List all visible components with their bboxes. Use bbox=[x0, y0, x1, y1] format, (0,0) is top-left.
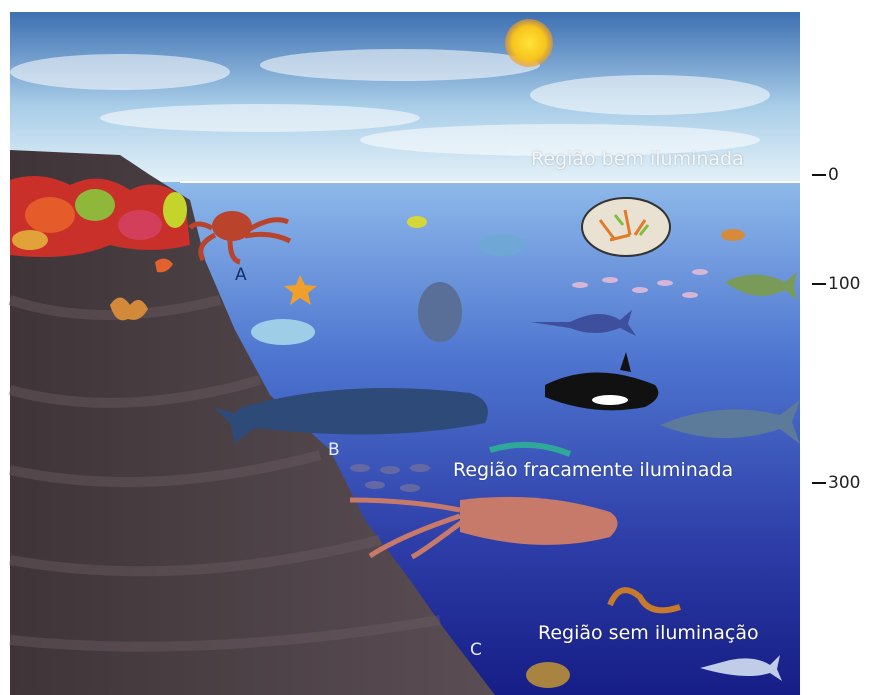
zone-label-dark: Região sem iluminação bbox=[538, 622, 759, 644]
deep-anglerfish-icon bbox=[526, 662, 570, 688]
sun-icon bbox=[505, 19, 553, 67]
pufferfish-icon bbox=[478, 234, 526, 256]
sunfish-icon bbox=[418, 282, 462, 342]
depth-tick bbox=[812, 174, 826, 176]
depth-tick bbox=[812, 482, 826, 484]
depth-marker-300: 300 bbox=[812, 473, 860, 493]
anglerfish-icon bbox=[251, 319, 315, 345]
small-fish-icon bbox=[407, 216, 427, 228]
depth-marker-100: 100 bbox=[812, 274, 860, 294]
point-label-b: B bbox=[328, 440, 340, 460]
depth-tick bbox=[812, 283, 826, 285]
point-label-c: C bbox=[470, 640, 482, 660]
depth-value: 100 bbox=[828, 274, 860, 294]
depth-marker-0: 0 bbox=[812, 165, 839, 185]
orange-fish-icon bbox=[721, 229, 745, 241]
depth-value: 300 bbox=[828, 473, 860, 493]
zone-label-dim: Região fracamente iluminada bbox=[453, 459, 733, 481]
coral-reef bbox=[10, 176, 190, 257]
point-label-a: A bbox=[235, 265, 247, 285]
depth-value: 0 bbox=[828, 165, 839, 185]
plankton-icon bbox=[582, 198, 670, 256]
zone-label-well-lit: Região bem iluminada bbox=[531, 148, 744, 170]
